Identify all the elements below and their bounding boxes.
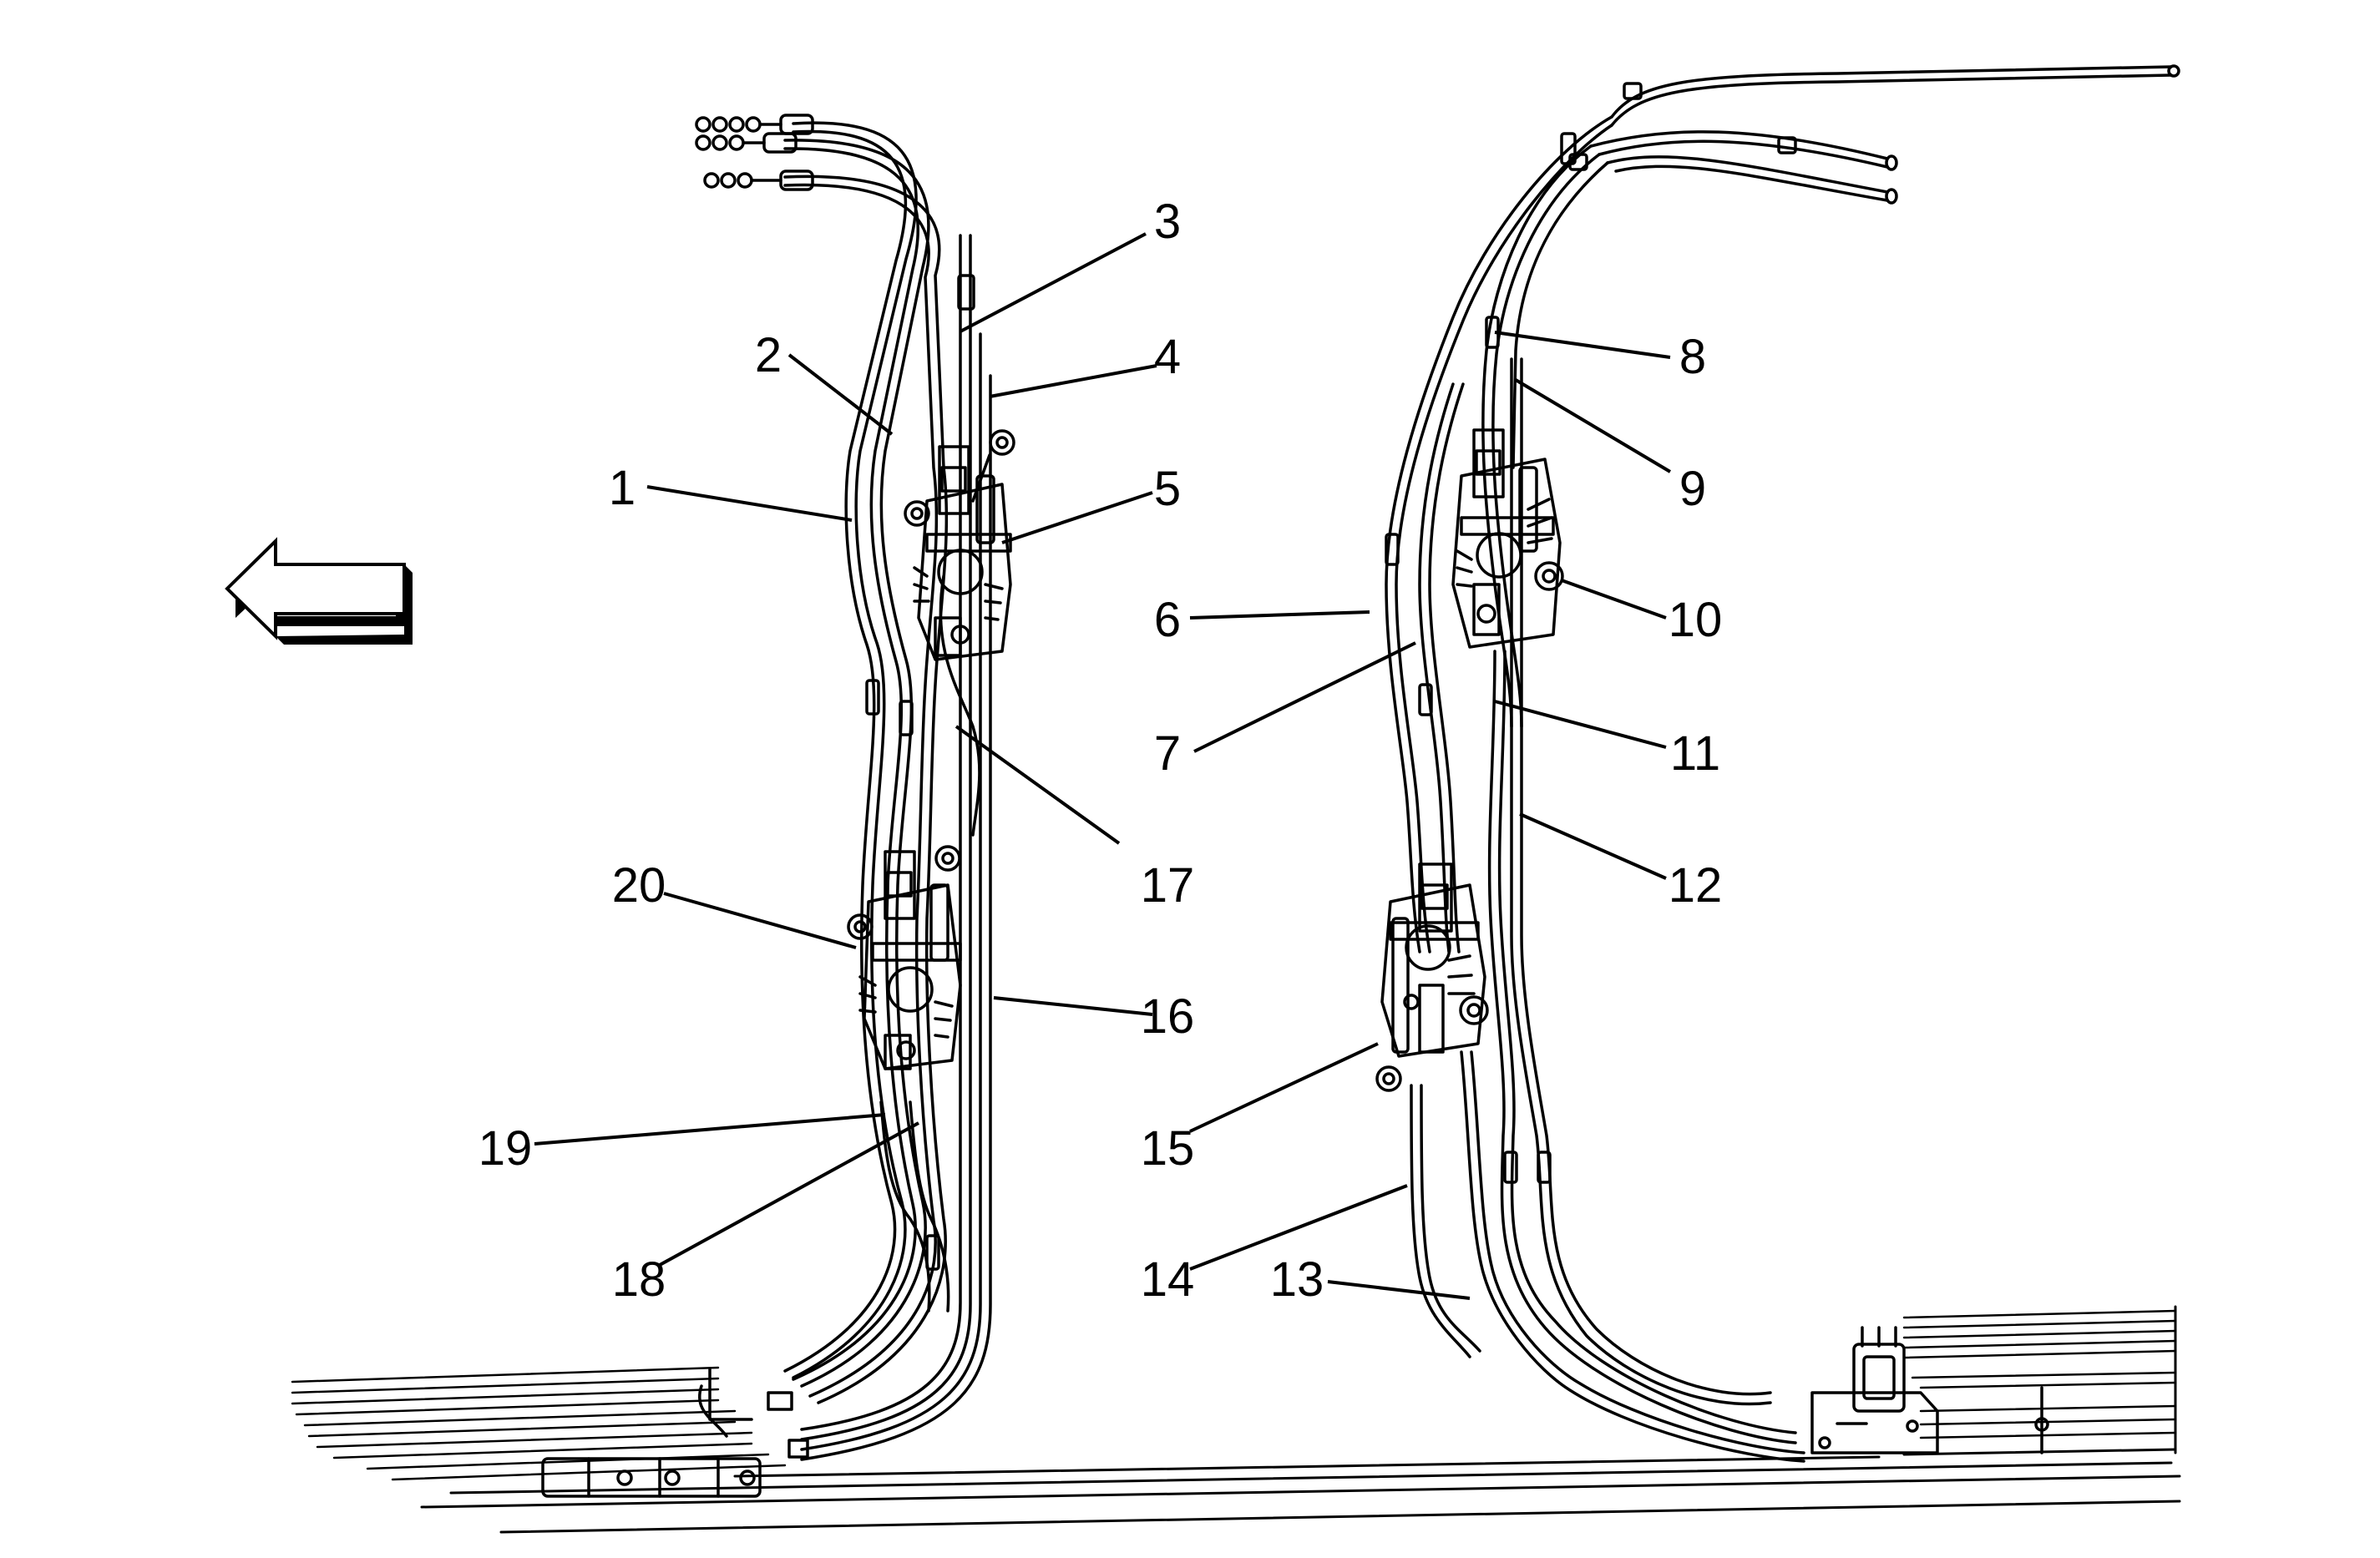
- leader-14: [1189, 1184, 1408, 1271]
- leader-10: [1561, 579, 1667, 620]
- callout-8: 8: [1679, 330, 1706, 384]
- leader-17: [955, 725, 1121, 845]
- lower-right-clip: [1375, 862, 1489, 1092]
- leader-18: [659, 1121, 919, 1267]
- leader-20: [663, 892, 857, 949]
- left-frame-bracket: [541, 1368, 809, 1498]
- right-line-bundle: [1385, 64, 2180, 1463]
- lower-left-clip: [847, 845, 962, 1070]
- leader-7: [1193, 641, 1416, 753]
- callout-13: 13: [1270, 1252, 1324, 1307]
- leader-3: [960, 232, 1147, 333]
- callout-14: 14: [1141, 1252, 1195, 1307]
- callout-7: 7: [1154, 726, 1181, 781]
- upper-left-clip: [904, 429, 1015, 661]
- callout-labels: 1 2 3 4 5 6 7 8 9 10 11 12 13 14 15 16 1…: [479, 195, 1723, 1307]
- leader-4: [989, 364, 1157, 398]
- callout-15: 15: [1141, 1121, 1195, 1176]
- leader-5: [1001, 491, 1153, 544]
- leader-9: [1514, 378, 1672, 473]
- leader-6: [1189, 610, 1370, 620]
- callout-10: 10: [1669, 593, 1723, 647]
- callout-12: 12: [1669, 858, 1723, 913]
- leader-19: [534, 1113, 886, 1146]
- leader-15: [1189, 1042, 1379, 1133]
- leader-11: [1494, 700, 1667, 749]
- leader-13: [1327, 1280, 1471, 1300]
- leader-12: [1519, 812, 1667, 880]
- leader-2: [787, 353, 894, 436]
- callout-leaders: [534, 232, 1672, 1300]
- callout-3: 3: [1154, 195, 1181, 249]
- top-left-fittings: [695, 114, 814, 191]
- callout-16: 16: [1141, 989, 1195, 1044]
- callout-9: 9: [1679, 462, 1706, 516]
- callout-2: 2: [755, 328, 782, 382]
- frame-rails: [291, 1305, 2181, 1534]
- callout-19: 19: [479, 1121, 533, 1176]
- right-frame-bracket: [1810, 1326, 2049, 1454]
- callout-4: 4: [1154, 330, 1181, 384]
- leader-16: [993, 996, 1153, 1016]
- upper-right-clip: [1451, 428, 1564, 649]
- arrow-left-icon: [225, 537, 413, 645]
- leader-8: [1494, 331, 1671, 359]
- callout-17: 17: [1141, 858, 1195, 913]
- callout-18: 18: [612, 1252, 666, 1307]
- leader-1: [646, 485, 853, 522]
- callout-11: 11: [1670, 726, 1720, 781]
- callout-20: 20: [612, 858, 666, 913]
- callout-6: 6: [1154, 593, 1181, 647]
- left-line-bundle: [783, 121, 992, 1461]
- callout-1: 1: [609, 461, 636, 515]
- callout-5: 5: [1154, 462, 1181, 516]
